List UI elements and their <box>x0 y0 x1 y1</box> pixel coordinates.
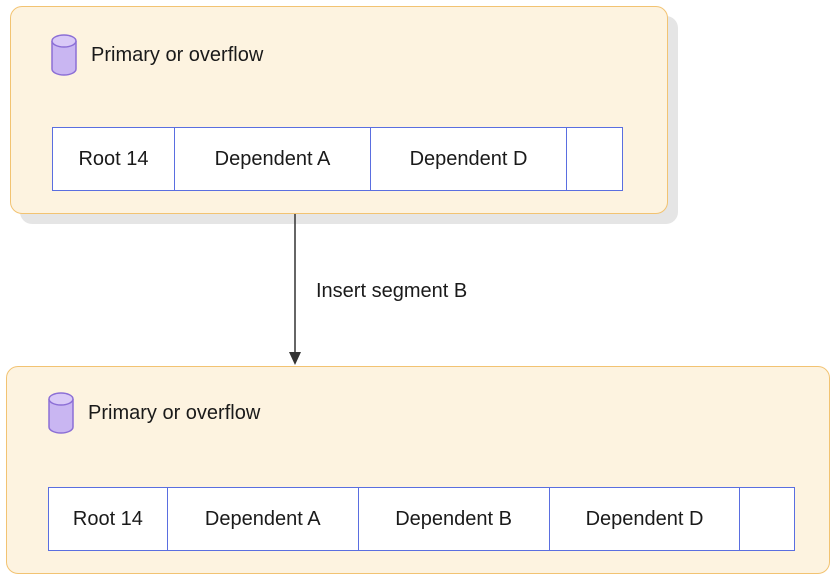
top-group-header: Primary or overflow <box>51 34 263 76</box>
database-icon <box>48 392 74 434</box>
database-icon <box>51 34 77 76</box>
segment-dependent-d: Dependent D <box>371 128 567 190</box>
insert-arrow <box>289 214 301 365</box>
segment-dependent-a: Dependent A <box>175 128 371 190</box>
segment-free-space <box>567 128 622 190</box>
bottom-group-header: Primary or overflow <box>48 392 260 434</box>
segment-free-space <box>740 488 794 550</box>
bottom-segment-row: Root 14 Dependent A Dependent B Dependen… <box>48 487 795 551</box>
top-group-title: Primary or overflow <box>91 44 264 66</box>
segment-root-14: Root 14 <box>49 488 168 550</box>
insert-segment-label: Insert segment B <box>316 280 468 302</box>
segment-root-14: Root 14 <box>53 128 175 190</box>
top-storage-group: Primary or overflow Root 14 Dependent A … <box>10 6 668 214</box>
top-segment-row: Root 14 Dependent A Dependent D <box>52 127 623 191</box>
segment-dependent-a: Dependent A <box>168 488 359 550</box>
segment-dependent-d: Dependent D <box>550 488 741 550</box>
bottom-group-title: Primary or overflow <box>88 402 261 424</box>
bottom-storage-group: Primary or overflow Root 14 Dependent A … <box>6 366 830 574</box>
segment-dependent-b: Dependent B <box>359 488 550 550</box>
